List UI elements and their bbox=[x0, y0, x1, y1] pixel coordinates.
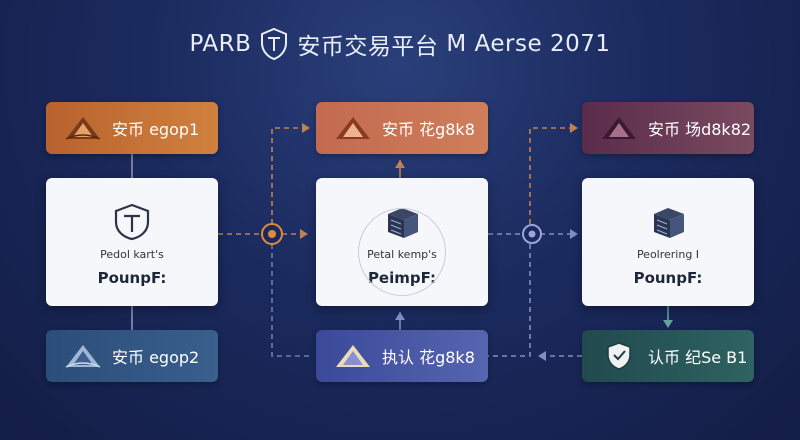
connector-node-bottom bbox=[271, 244, 312, 357]
middle-card[interactable]: Petal kemp's PeimpF: bbox=[316, 178, 488, 306]
left-card[interactable]: Pedol kart's PounpF: bbox=[46, 178, 218, 306]
right-card-sub: Peolrering I bbox=[636, 248, 700, 261]
left-bottom-tag[interactable]: 安币 egop2 bbox=[46, 330, 218, 382]
middle-bottom-tag-label: 执认 花g8k8 bbox=[382, 348, 475, 367]
shield-icon bbox=[261, 27, 288, 61]
middle-top-tag[interactable]: 安币 花g8k8 bbox=[316, 102, 488, 154]
pyramid-icon bbox=[336, 117, 370, 139]
right-bottom-tag[interactable]: 认币 纪Se B1 bbox=[582, 330, 754, 382]
pyramid-icon bbox=[336, 345, 370, 367]
arrowhead bbox=[395, 312, 405, 320]
arrowhead bbox=[395, 160, 405, 168]
connector-node-top bbox=[271, 127, 308, 224]
server-icon bbox=[654, 208, 684, 238]
shield-icon bbox=[607, 342, 631, 370]
right-card-main: PounpF: bbox=[633, 269, 703, 287]
arrowhead bbox=[663, 320, 673, 328]
pyramid-icon bbox=[602, 117, 636, 139]
left-card-main: PounpF: bbox=[97, 269, 167, 287]
right-bottom-tag-label: 认币 纪Se B1 bbox=[648, 348, 748, 367]
pyramid-icon bbox=[65, 117, 101, 140]
middle-top-tag-label: 安币 花g8k8 bbox=[382, 120, 475, 139]
title-prefix: PARB bbox=[189, 31, 252, 57]
arrowhead bbox=[302, 123, 310, 133]
connector-right-top bbox=[529, 127, 576, 224]
right-top-tag-label: 安币 场d8k82 bbox=[648, 120, 752, 139]
arrowhead bbox=[538, 351, 546, 361]
title-main: 安币交易平台 bbox=[297, 34, 439, 60]
diagram-title: PARB 安币交易平台 M Aerse 2071 bbox=[0, 24, 800, 64]
right-card[interactable]: Peolrering I PounpF: bbox=[582, 178, 754, 306]
left-bottom-tag-label: 安币 egop2 bbox=[112, 348, 200, 367]
left-top-tag-label: 安币 egop1 bbox=[112, 120, 200, 139]
highlight-ring bbox=[358, 208, 446, 296]
shield-icon bbox=[114, 203, 150, 241]
arrowhead bbox=[570, 229, 578, 239]
title-suffix: M Aerse 2071 bbox=[446, 31, 611, 57]
left-top-tag[interactable]: 安币 egop1 bbox=[46, 102, 218, 154]
connector-right-bottom bbox=[488, 244, 531, 357]
arrowhead bbox=[300, 229, 308, 239]
middle-bottom-tag[interactable]: 执认 花g8k8 bbox=[316, 330, 488, 382]
arrowhead bbox=[570, 123, 578, 133]
pyramid-icon bbox=[65, 345, 101, 368]
right-top-tag[interactable]: 安币 场d8k82 bbox=[582, 102, 754, 154]
left-card-sub: Pedol kart's bbox=[100, 248, 164, 261]
